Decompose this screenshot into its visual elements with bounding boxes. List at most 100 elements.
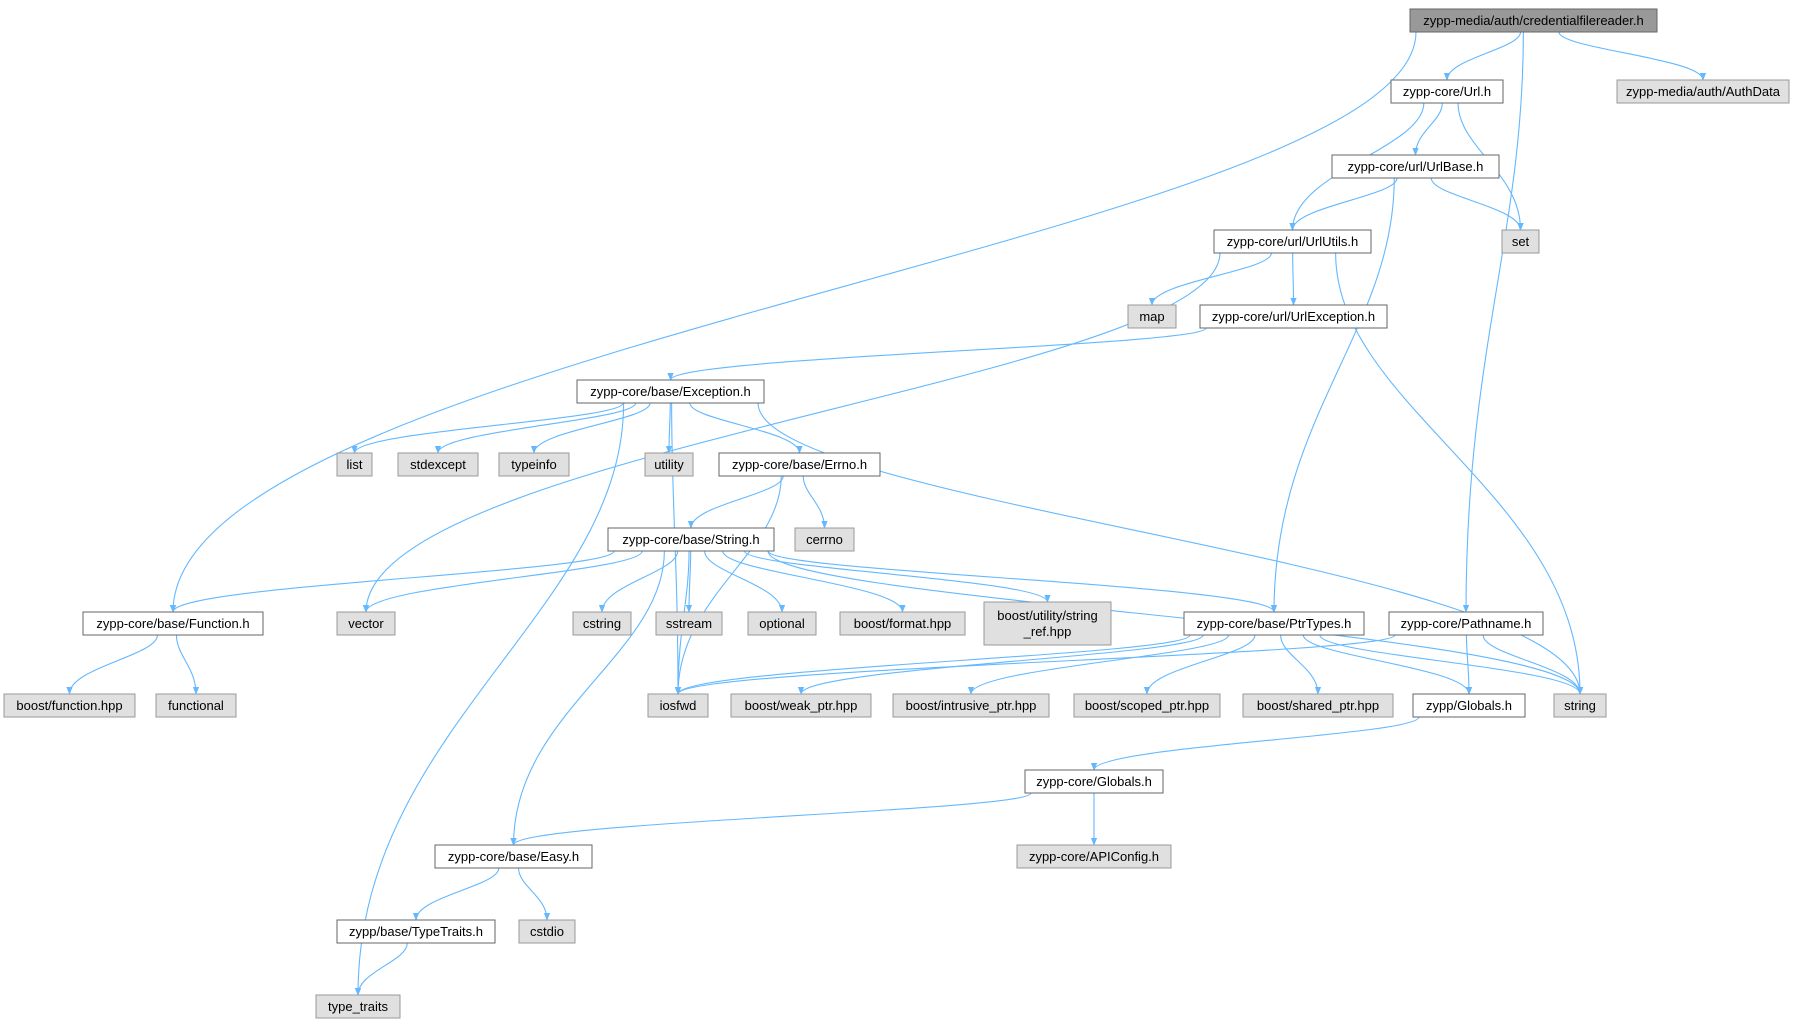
node-map: map (1127, 304, 1177, 329)
node-coreglobals[interactable]: zypp-core/Globals.h (1024, 769, 1164, 794)
node-label-coreglobals: zypp-core/Globals.h (1036, 774, 1152, 789)
node-label-vector: vector (348, 616, 384, 631)
node-type_traits: type_traits (315, 994, 401, 1019)
node-exception[interactable]: zypp-core/base/Exception.h (576, 379, 765, 404)
node-box-string_h (607, 527, 775, 552)
edge-string_h-to-ptrtypes (767, 550, 1278, 613)
node-box-cerrno (794, 527, 855, 552)
node-urlbase[interactable]: zypp-core/url/UrlBase.h (1331, 154, 1500, 179)
node-box-ptrtypes (1183, 611, 1365, 636)
node-boostfunction: boost/function.hpp (3, 693, 136, 718)
node-zyppglobals[interactable]: zypp/Globals.h (1412, 693, 1526, 718)
node-box-optional (747, 611, 817, 636)
node-easy[interactable]: zypp-core/base/Easy.h (434, 844, 593, 869)
node-box-coreglobals (1024, 769, 1164, 794)
node-label-boostfunction: boost/function.hpp (16, 698, 122, 713)
node-box-type_traits (315, 994, 401, 1019)
node-box-url (1390, 79, 1504, 104)
node-box-authdata (1616, 79, 1790, 104)
edge-ptrtypes-to-sharedptr (1280, 634, 1322, 695)
node-label-typeinfo: typeinfo (511, 457, 557, 472)
edge-easy-to-cstdio (517, 867, 551, 921)
node-box-sharedptr (1242, 693, 1394, 718)
node-box-credentialfilereader (1409, 8, 1658, 33)
edge-pathname-to-iosfwd (674, 634, 1396, 695)
node-label-string_h: zypp-core/base/String.h (622, 532, 759, 547)
node-sstream: sstream (655, 611, 723, 636)
edge-ptrtypes-to-intrusiveptr (967, 634, 1230, 695)
node-box-errno (718, 452, 881, 477)
node-label-weakptr: boost/weak_ptr.hpp (745, 698, 858, 713)
node-box-set (1501, 229, 1540, 254)
node-urlutils[interactable]: zypp-core/url/UrlUtils.h (1213, 229, 1372, 254)
node-apiconfig: zypp-core/APIConfig.h (1016, 844, 1172, 869)
edge-exception-to-string (757, 402, 1584, 695)
edge-errno-to-iosfwd (674, 475, 782, 695)
node-box-utility (644, 452, 694, 477)
node-vector: vector (336, 611, 396, 636)
edge-pathname-to-string (1482, 634, 1584, 695)
node-iosfwd: iosfwd (647, 693, 709, 718)
node-box-map (1127, 304, 1177, 329)
node-functional: functional (155, 693, 237, 718)
node-cstring: cstring (572, 611, 632, 636)
node-label-type_traits: type_traits (328, 999, 388, 1014)
node-box-urlexception (1199, 304, 1388, 329)
node-label-sstream: sstream (666, 616, 712, 631)
node-box-stdexcept (397, 452, 479, 477)
node-pathname[interactable]: zypp-core/Pathname.h (1388, 611, 1544, 636)
node-label-cstring: cstring (583, 616, 621, 631)
node-ptrtypes[interactable]: zypp-core/base/PtrTypes.h (1183, 611, 1365, 636)
edge-urlutils-to-map (1148, 252, 1272, 306)
edge-string_h-to-easy (510, 550, 665, 846)
edge-urlutils-to-vector (362, 252, 1221, 613)
node-label-map: map (1139, 309, 1164, 324)
edge-urlutils-to-urlexception (1290, 252, 1297, 306)
node-label-errno: zypp-core/base/Errno.h (732, 457, 867, 472)
node-box-intrusiveptr (892, 693, 1050, 718)
node-list: list (336, 452, 373, 477)
node-label-stringref: boost/utility/string (997, 608, 1097, 623)
node-string_h[interactable]: zypp-core/base/String.h (607, 527, 775, 552)
node-box-functional (155, 693, 237, 718)
node-credentialfilereader: zypp-media/auth/credentialfilereader.h (1409, 8, 1658, 33)
node-box-easy (434, 844, 593, 869)
edge-string_h-to-boostformat (722, 550, 906, 613)
edge-exception-to-errno (689, 402, 803, 454)
edge-urlexception-to-exception (667, 327, 1207, 381)
node-label-urlexception: zypp-core/url/UrlException.h (1212, 309, 1375, 324)
node-function[interactable]: zypp-core/base/Function.h (82, 611, 264, 636)
node-label-intrusiveptr: boost/intrusive_ptr.hpp (906, 698, 1037, 713)
node-label-set: set (1512, 234, 1530, 249)
node-box-function (82, 611, 264, 636)
edge-string_h-to-string (767, 550, 1584, 695)
node-typeinfo: typeinfo (498, 452, 570, 477)
node-label-urlutils: zypp-core/url/UrlUtils.h (1227, 234, 1358, 249)
edge-errno-to-cerrno (802, 475, 828, 529)
node-label-pathname: zypp-core/Pathname.h (1401, 616, 1532, 631)
node-label-typetraits_h: zypp/base/TypeTraits.h (349, 924, 483, 939)
edge-exception-to-stdexcept (434, 402, 637, 454)
node-string: string (1553, 693, 1607, 718)
node-box-typetraits_h (336, 919, 496, 944)
edge-ptrtypes-to-string (1319, 634, 1584, 695)
node-urlexception[interactable]: zypp-core/url/UrlException.h (1199, 304, 1388, 329)
node-errno[interactable]: zypp-core/base/Errno.h (718, 452, 881, 477)
edge-credentialfilereader-to-function (169, 31, 1417, 613)
node-box-stringref (983, 601, 1112, 646)
node-weakptr: boost/weak_ptr.hpp (730, 693, 872, 718)
edge-credentialfilereader-to-url (1443, 31, 1522, 81)
edge-exception-to-utility (665, 402, 673, 454)
node-typetraits_h[interactable]: zypp/base/TypeTraits.h (336, 919, 496, 944)
node-stringref: boost/utility/string_ref.hpp (983, 601, 1112, 646)
node-box-typeinfo (498, 452, 570, 477)
edge-string_h-to-optional (704, 550, 786, 613)
edge-exception-to-typeinfo (530, 402, 651, 454)
node-utility: utility (644, 452, 694, 477)
node-box-sstream (655, 611, 723, 636)
node-stdexcept: stdexcept (397, 452, 479, 477)
node-url[interactable]: zypp-core/Url.h (1390, 79, 1504, 104)
edge-string_h-to-function (169, 550, 615, 613)
node-label-string: string (1564, 698, 1596, 713)
